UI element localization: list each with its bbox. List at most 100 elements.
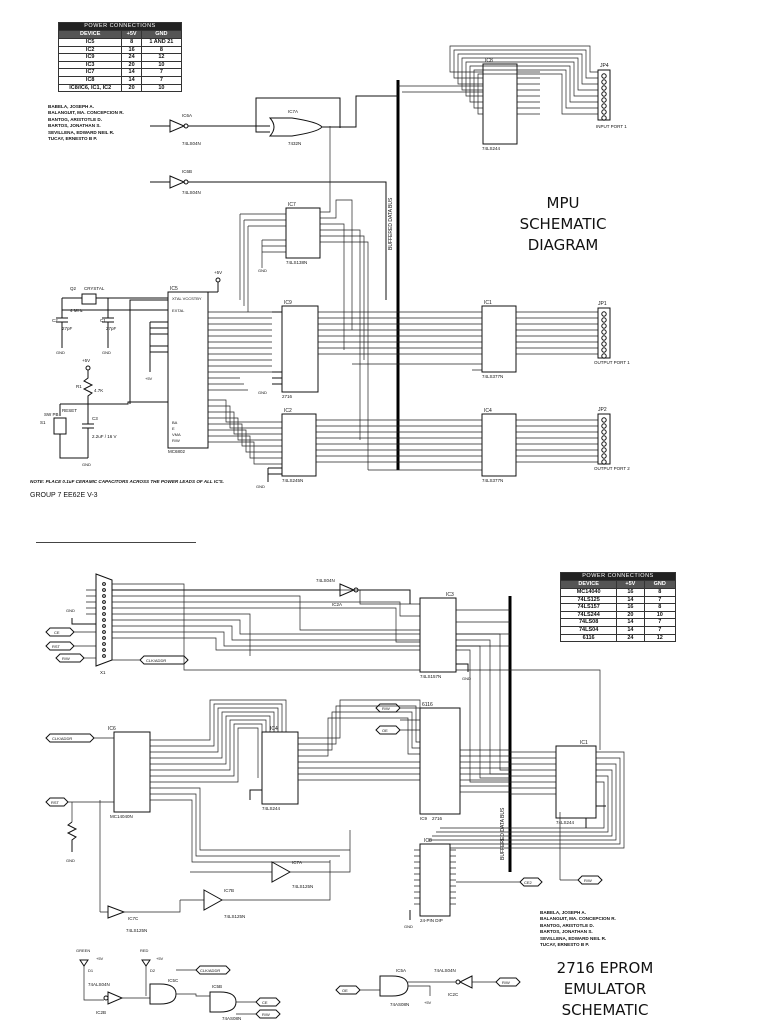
ic5b-type: 74AS08N <box>222 1016 241 1021</box>
credit-line: SEVILLENA, EDWARD NEIL R. <box>540 935 607 941</box>
rw-label: R/W <box>382 706 390 711</box>
ic4-outputs <box>298 699 421 781</box>
ic5a-gate <box>379 975 409 997</box>
clkaddr-tag-3 <box>195 965 231 975</box>
credit-line: BALANGUIT, MA. CONCEPCION R. <box>48 110 124 116</box>
ic3-type: 74LS157N <box>420 674 441 679</box>
ic6-type: MC14040N <box>110 814 133 819</box>
ic3-body <box>419 597 457 673</box>
ic4-type: 74LS377N <box>482 478 503 483</box>
ic6a-label: IC6A <box>182 113 192 118</box>
clkaddr-label: CLK/ADDR <box>146 658 166 663</box>
ic6-body <box>113 731 151 813</box>
jp1-pins <box>601 311 607 359</box>
ic5-address-lines <box>208 311 272 391</box>
x1-pins <box>102 582 106 658</box>
ic9-gnd: GND <box>258 390 267 395</box>
vcc-label: +5V <box>82 358 90 363</box>
ic2c-gate <box>458 975 473 989</box>
red-label: RED <box>140 948 149 953</box>
vcc-label: +5V <box>145 376 153 381</box>
input-port-label: INPUT PORT 1 <box>596 124 627 129</box>
ic7-gnd: GND <box>258 268 267 273</box>
q2-label: Q2 <box>70 286 77 291</box>
rw-label: R/W <box>502 980 510 985</box>
c2-value: 27pF <box>62 326 73 331</box>
credit-line: BARTOS, JONATHAN S. <box>540 929 593 935</box>
ic5b-gate <box>209 991 237 1013</box>
ic8-label: IC8 <box>424 838 432 844</box>
sig-e: E <box>172 426 175 431</box>
ic6b-label: IC6B <box>182 169 192 174</box>
ic5-data-lines <box>208 399 282 465</box>
ce-tag <box>45 627 75 637</box>
ic1-wires <box>352 311 598 371</box>
ic7a-gate <box>268 117 323 137</box>
ic7c-type: 74LS125N <box>126 928 147 933</box>
ic1-body <box>555 745 597 819</box>
ic6b-type: 74LS04N <box>182 190 201 195</box>
ic7a-gate <box>271 861 292 883</box>
ic4-wires <box>368 419 598 471</box>
ce2-tag <box>519 877 543 887</box>
ic5-label: IC5 <box>170 286 178 292</box>
output-port-1-label: OUTPUT PORT 1 <box>594 360 630 365</box>
ram-6116-label: 6116 <box>422 702 433 708</box>
ic9-data-out <box>318 311 398 355</box>
credit-line: BANTOG, ARISTOTLE D. <box>540 922 595 928</box>
jp2-pins <box>601 417 607 465</box>
jp2-body <box>597 413 611 465</box>
c3-value: 2.2uF / 16 V <box>92 434 117 439</box>
top-schematic: BUFFERED DATA BUS IC8 74LS244 <box>40 45 630 489</box>
ic2b-label: IC2B <box>96 1010 106 1015</box>
r1-resistor <box>66 821 78 852</box>
credit-line: TUCAY, ERNESTO B P. <box>540 942 590 948</box>
ic4-body <box>261 731 299 805</box>
ic2-type: 74LS245N <box>282 478 303 483</box>
gnd-label: GND <box>102 350 111 355</box>
ic9-body <box>281 305 319 393</box>
jp4-body <box>597 69 611 121</box>
sig-vma: VMA <box>172 432 181 437</box>
ic2-body <box>281 413 317 477</box>
ic5-xtal: XTAL VCCSTBY <box>172 296 202 301</box>
gnd-label: GND <box>66 608 75 613</box>
title-line: MPU <box>546 194 580 212</box>
ic2c-type: 74ALS04N <box>434 968 456 973</box>
oe-label: OE <box>342 988 348 993</box>
sig-rw: R/W <box>172 438 180 443</box>
s1-type: SW PB <box>44 412 59 417</box>
title-line: SCHEMATIC <box>519 215 607 233</box>
ic8-gnd: GND <box>404 924 413 929</box>
ic7-wires <box>239 126 369 470</box>
rst-label: RST <box>51 800 60 805</box>
c2-label: C2 <box>52 318 58 323</box>
ic2b-bubble <box>103 995 109 1001</box>
ic1-wires <box>420 751 625 849</box>
ic8-wires <box>398 45 598 115</box>
ic7a-label: IC7A <box>288 109 298 114</box>
x1-wires <box>86 583 601 783</box>
ic7c-label: IC7C <box>128 916 139 921</box>
r1-resistor <box>82 370 94 404</box>
gnd-label: GND <box>66 858 75 863</box>
ic7-body <box>285 207 321 259</box>
ic4-label: IC4 <box>270 726 278 732</box>
ic2a-label: IC2A <box>332 602 342 607</box>
top-note: NOTE: PLACE 0.1uF CERAMIC CAPACITORS ACR… <box>30 479 224 484</box>
top-group-label: GROUP 7 EE62E V-3 <box>30 492 98 499</box>
ic1-type: 74LS377N <box>482 374 503 379</box>
oe-tag <box>375 725 401 735</box>
ic7b-type: 74LS125N <box>224 914 245 919</box>
ic9-label: IC9 <box>420 816 428 821</box>
ic2c-label: IC2C <box>448 992 459 997</box>
ic5c-label: IC5C <box>168 978 179 983</box>
cell: 20 <box>121 83 142 93</box>
ic2-label: IC2 <box>284 408 292 414</box>
top-credits: BABELA, JOSEPH A. BALANGUIT, MA. CONCEPC… <box>48 104 124 142</box>
c3-label: C3 <box>92 416 98 421</box>
ce2-label: CE2 <box>524 880 533 885</box>
bus-label: BUFFERED DATA BUS <box>388 197 394 250</box>
